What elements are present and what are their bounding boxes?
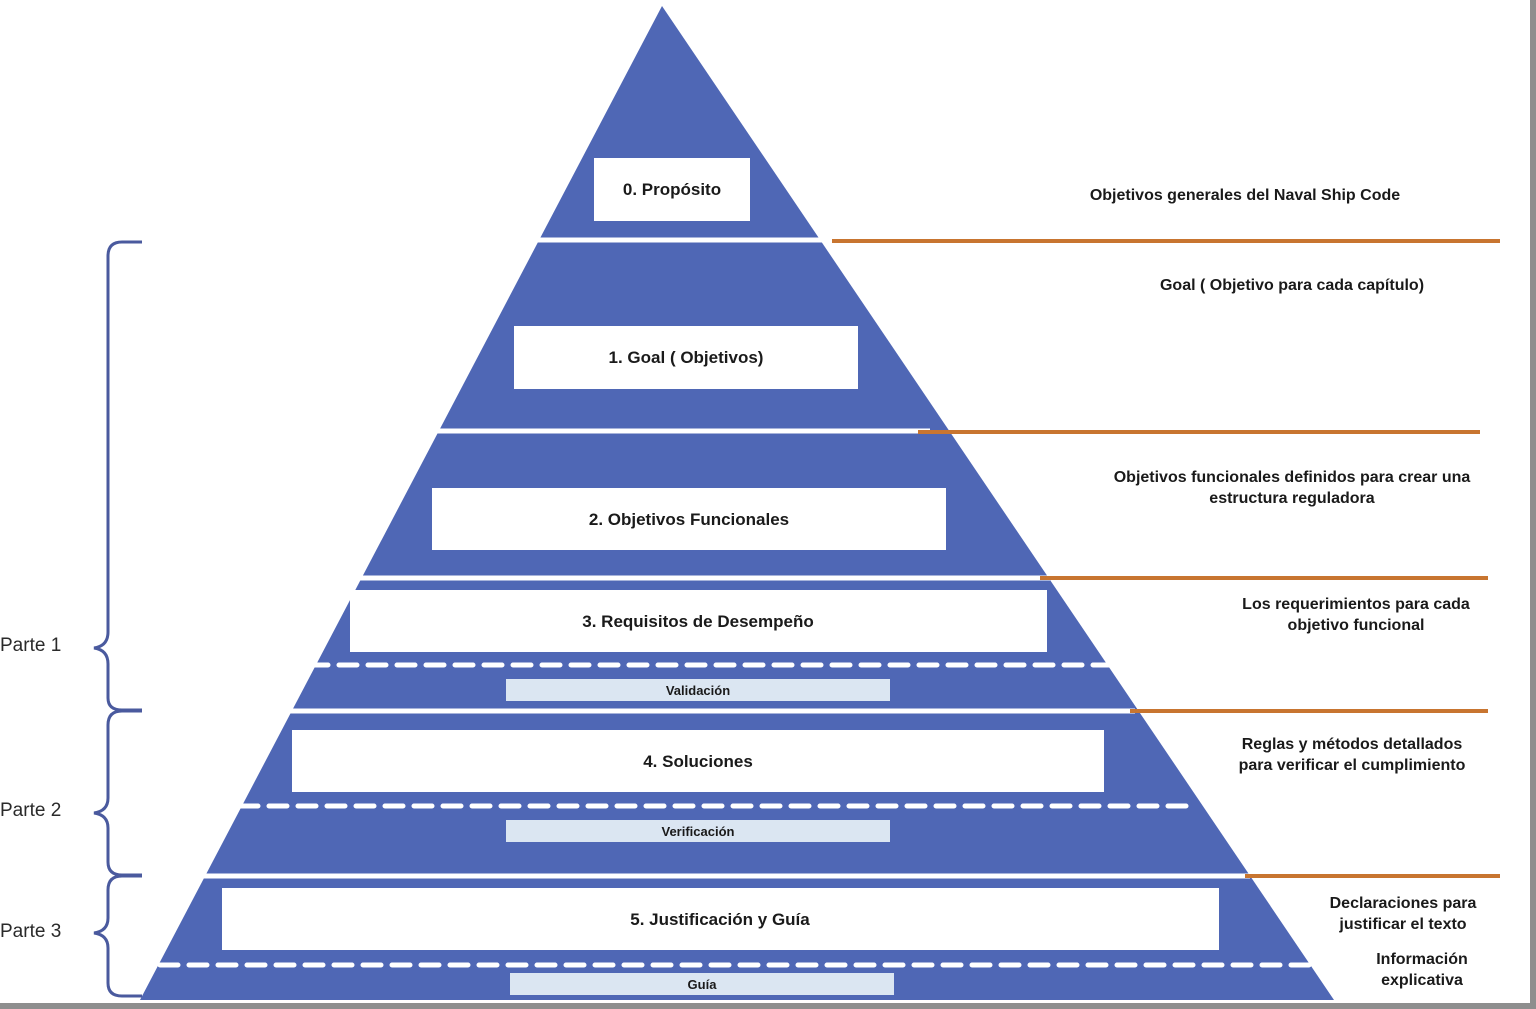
level-box-3 xyxy=(350,590,1047,652)
part-label-1: Parte 1 xyxy=(0,635,62,656)
part-label-3: Parte 3 xyxy=(0,921,62,942)
level-box-1 xyxy=(514,326,858,389)
level-box-2 xyxy=(432,488,946,550)
bracket-parte-2 xyxy=(93,709,142,877)
sub-box-verificacion xyxy=(506,820,890,842)
sub-label-verificacion: Verificación xyxy=(662,824,735,839)
level-label-2: 2. Objetivos Funcionales xyxy=(589,510,789,529)
sub-box-guia xyxy=(510,973,894,995)
level-box-4 xyxy=(292,730,1104,792)
description-3: Los requerimientos para cada objetivo fu… xyxy=(1242,596,1470,634)
description-1: Goal ( Objetivo para cada capítulo) xyxy=(1159,277,1425,294)
description-2: Objetivos funcionales definidos para cre… xyxy=(1113,469,1471,507)
sub-box-validacion xyxy=(506,679,890,701)
sub-description-5: Información explicativa xyxy=(1376,951,1468,989)
part-label-2: Parte 2 xyxy=(0,800,62,821)
level-box-0 xyxy=(594,158,750,221)
level-label-0: 0. Propósito xyxy=(623,180,721,199)
sub-label-validacion: Validación xyxy=(666,683,730,698)
sub-label-guia: Guía xyxy=(688,977,718,992)
level-label-4: 4. Soluciones xyxy=(643,752,753,771)
description-0: Objetivos generales del Naval Ship Code xyxy=(1089,187,1401,204)
level-box-5 xyxy=(222,888,1219,950)
level-label-3: 3. Requisitos de Desempeño xyxy=(582,612,813,631)
bracket-parte-3 xyxy=(93,874,142,998)
level-label-1: 1. Goal ( Objetivos) xyxy=(609,348,764,367)
level-label-5: 5. Justificación y Guía xyxy=(630,910,810,929)
description-4: Reglas y métodos detallados para verific… xyxy=(1238,736,1466,774)
description-5: Declaraciones para justificar el texto xyxy=(1329,895,1477,933)
bracket-parte-1 xyxy=(93,240,142,712)
